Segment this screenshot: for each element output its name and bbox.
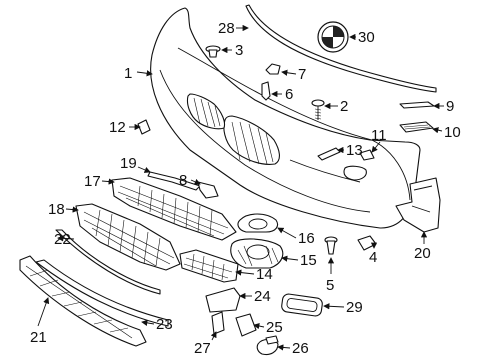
trim-ring	[281, 293, 323, 317]
callout-1: 1	[124, 65, 132, 82]
energy-absorber	[19, 255, 147, 347]
callout-21: 21	[30, 329, 47, 346]
callout-25: 25	[266, 319, 283, 336]
fog-bezel	[237, 213, 279, 233]
callout-29: 29	[346, 299, 363, 316]
callout-17: 17	[84, 173, 101, 190]
callout-labels: 1 2 3 4 5 6 7 8 9 10 11 12 13 14 15 16 1…	[30, 20, 461, 357]
grille-bracket	[197, 181, 219, 199]
upper-strip	[147, 171, 201, 191]
callout-24: 24	[254, 288, 271, 305]
tow-cap-tab	[265, 335, 279, 345]
leader-lines	[37, 24, 444, 351]
reflector-upper	[399, 101, 435, 109]
sensor-part	[357, 235, 377, 251]
callout-23: 23	[156, 316, 173, 333]
callout-2: 2	[340, 98, 348, 115]
callout-19: 19	[120, 155, 137, 172]
callout-13: 13	[346, 142, 363, 159]
callout-28: 28	[218, 20, 235, 37]
bracket-part	[265, 63, 281, 75]
side-grille	[179, 249, 239, 283]
callout-6: 6	[285, 86, 293, 103]
lower-trim	[35, 259, 169, 327]
small-bracket	[211, 311, 225, 335]
callout-12: 12	[109, 119, 126, 136]
lower-strip	[55, 229, 161, 295]
callout-30: 30	[358, 29, 375, 46]
callout-15: 15	[300, 252, 317, 269]
top-trim-strip	[245, 4, 437, 93]
callout-18: 18	[48, 201, 65, 218]
callout-22: 22	[54, 231, 71, 248]
fog-grille	[230, 238, 284, 269]
mount-bracket	[205, 287, 241, 313]
center-grille	[111, 177, 237, 241]
callout-20: 20	[414, 245, 431, 262]
small-cover	[137, 119, 151, 135]
callout-16: 16	[298, 230, 315, 247]
emblem	[317, 21, 349, 53]
clip-part	[205, 45, 221, 58]
callout-27: 27	[194, 340, 211, 357]
callout-26: 26	[292, 340, 309, 357]
callout-8: 8	[179, 172, 187, 189]
callout-14: 14	[256, 266, 273, 283]
callout-10: 10	[444, 124, 461, 141]
tow-bracket	[235, 313, 257, 337]
callout-9: 9	[446, 98, 454, 115]
callout-5: 5	[326, 277, 334, 294]
screw-part	[311, 99, 325, 120]
lower-grille	[75, 203, 181, 271]
push-clip	[324, 236, 338, 255]
callout-3: 3	[235, 42, 243, 59]
support-part	[261, 81, 271, 101]
cap-part	[359, 149, 375, 161]
callout-7: 7	[298, 66, 306, 83]
bumper-cover	[150, 7, 421, 229]
callout-11: 11	[371, 127, 387, 144]
callout-4: 4	[369, 249, 377, 266]
